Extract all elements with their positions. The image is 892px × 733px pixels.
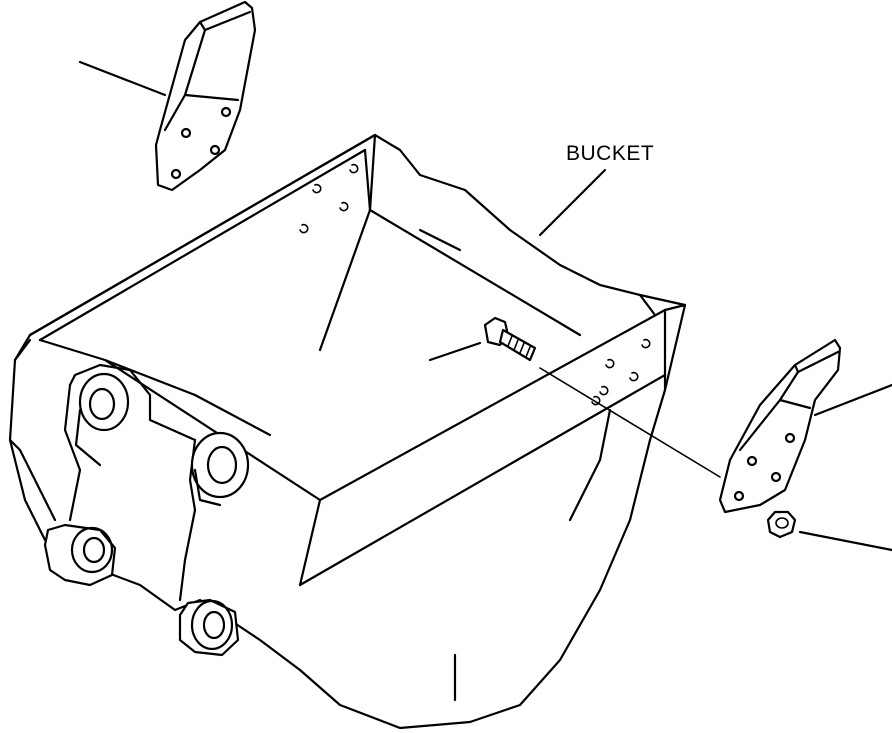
- side-cutter-right: [718, 338, 842, 514]
- pin-boss-lower-right: [178, 598, 240, 657]
- pin-boss-lower-left: [43, 523, 117, 587]
- leader-line-left-cutter: [78, 60, 167, 97]
- bucket-label: BUCKET: [566, 142, 655, 165]
- pin-boss-upper-left: [74, 372, 130, 467]
- rim-holes-front: [591, 338, 651, 406]
- bucket-body: [8, 133, 687, 730]
- leader-line-bolt: [428, 341, 482, 362]
- bolt: [483, 316, 537, 362]
- assembly-centerline: [539, 367, 721, 478]
- nut: [766, 510, 797, 539]
- leader-line-right-cutter: [813, 383, 892, 417]
- pin-boss-upper-right: [190, 431, 250, 507]
- leader-line-bucket: [538, 168, 607, 237]
- side-cutter-left: [154, 0, 257, 192]
- rim-holes-rear: [299, 163, 359, 234]
- leader-line-nut: [798, 530, 892, 552]
